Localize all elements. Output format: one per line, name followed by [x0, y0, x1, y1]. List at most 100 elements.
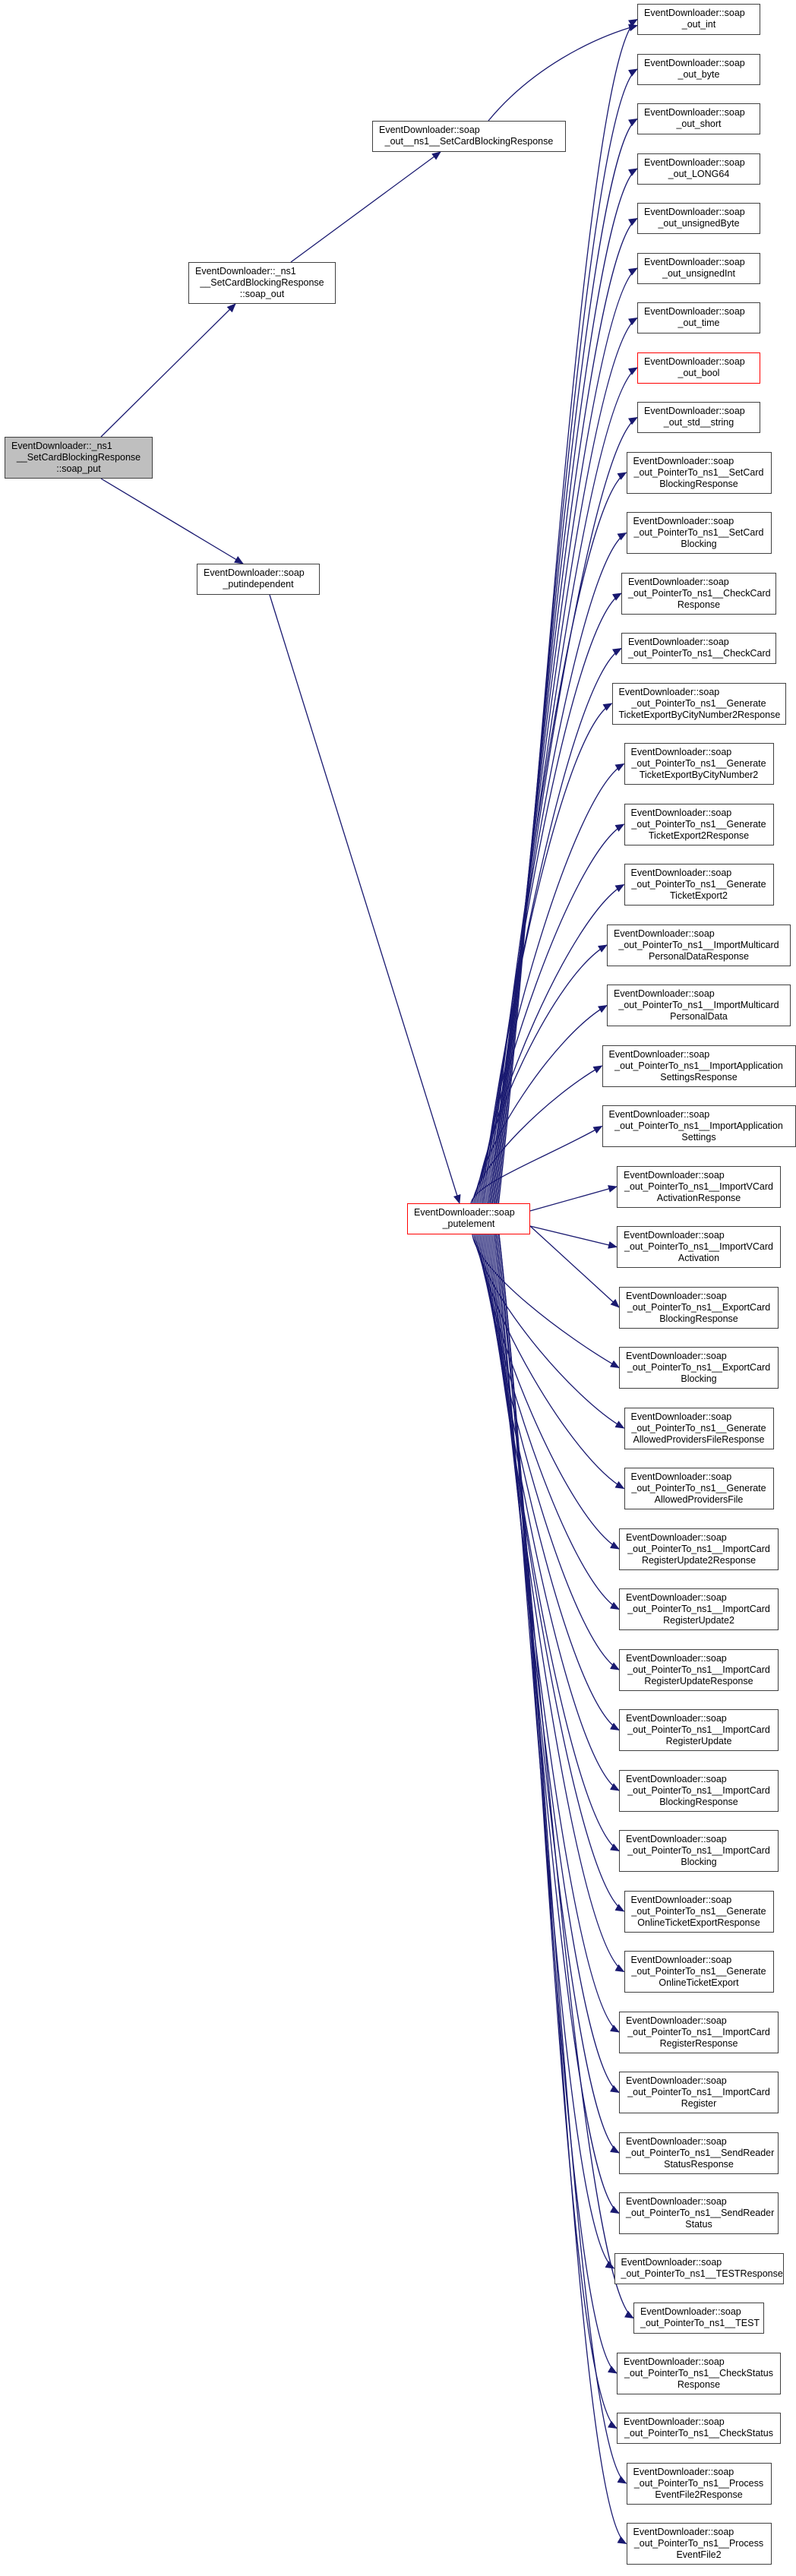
- node-label-line: EventDownloader::soap: [644, 256, 745, 267]
- node-callee[interactable]: EventDownloader::soap_out_PointerTo_ns1_…: [619, 1286, 779, 1329]
- edge-soap-out-ns1-to-soap-out-int: [488, 24, 638, 122]
- node-callee[interactable]: EventDownloader::soap_out_PointerTo_ns1_…: [619, 2072, 779, 2113]
- node-label-line: EventDownloader::soap: [614, 988, 715, 999]
- node-callee[interactable]: EventDownloader::soap_out_PointerTo_ns1_…: [619, 2132, 779, 2174]
- node-label-line: EventDownloader::soap: [626, 1834, 727, 1844]
- edge-putelement-to-callee: [490, 317, 638, 1204]
- node-label-line: _out_PointerTo_ns1__ImportMulticard: [618, 939, 779, 950]
- node-callee[interactable]: EventDownloader::soap_out_bool: [637, 352, 760, 384]
- node-callee[interactable]: EventDownloader::soap_out_PointerTo_ns1_…: [626, 2523, 772, 2565]
- node-label-line: BlockingResponse: [659, 1796, 738, 1807]
- node-callee[interactable]: EventDownloader::soap_out_PointerTo_ns1_…: [619, 1648, 779, 1691]
- node-soap-putelement[interactable]: EventDownloader::soap _putelement: [407, 1203, 530, 1234]
- node-callee[interactable]: EventDownloader::soap_out_PointerTo_ns1_…: [626, 2462, 772, 2505]
- node-label-line: RegisterResponse: [659, 2037, 738, 2049]
- node-callee[interactable]: EventDownloader::soap_out_PointerTo_ns1_…: [619, 1528, 779, 1570]
- node-label-line: _out_PointerTo_ns1__SetCard: [633, 466, 764, 478]
- node-callee[interactable]: EventDownloader::soap_out_unsignedInt: [637, 252, 760, 284]
- node-label-line: _out_PointerTo_ns1__ImportCard: [627, 1724, 770, 1735]
- node-label-line: EventDownloader::soap: [626, 1592, 727, 1603]
- node-callee[interactable]: EventDownloader::soap_out_PointerTo_ns1_…: [624, 864, 774, 906]
- node-callee[interactable]: EventDownloader::soap_out_PointerTo_ns1_…: [619, 1830, 779, 1872]
- node-callee[interactable]: EventDownloader::soap_out_PointerTo_ns1_…: [607, 924, 791, 966]
- node-label-line: EventDownloader::soap: [644, 306, 745, 317]
- node-label-line: EventDownloader::soap: [626, 2196, 727, 2207]
- node-callee[interactable]: EventDownloader::soap_out_unsignedByte: [637, 203, 760, 234]
- edge-putelement-to-callee: [493, 217, 638, 1204]
- node-label-line: _out_PointerTo_ns1__ImportCard: [627, 1543, 770, 1554]
- node-label-line: _out_PointerTo_ns1__Generate: [631, 758, 766, 769]
- edge-putelement-to-callee: [479, 1234, 620, 1670]
- node-label-line: EventDownloader::soap: [626, 1713, 727, 1724]
- node-callee[interactable]: EventDownloader::soap_out_PointerTo_ns1_…: [624, 1951, 774, 1993]
- node-callee[interactable]: EventDownloader::soap_out_PointerTo_ns1_…: [619, 2011, 779, 2053]
- node-callee[interactable]: EventDownloader::soap_out_PointerTo_ns1_…: [617, 2352, 781, 2394]
- node-callee[interactable]: EventDownloader::soap_out_PointerTo_ns1_…: [624, 803, 774, 845]
- node-soap-put[interactable]: EventDownloader::_ns1 __SetCardBlockingR…: [5, 437, 153, 479]
- node-callee[interactable]: EventDownloader::soap_out_PointerTo_ns1_…: [617, 1226, 781, 1268]
- node-label-line: RegisterUpdateResponse: [644, 1675, 753, 1686]
- node-callee[interactable]: EventDownloader::soap_out_std__string: [637, 402, 760, 433]
- node-label-line: EventDownloader::soap: [644, 156, 745, 168]
- node-callee[interactable]: EventDownloader::soap_out_PointerTo_ns1_…: [619, 1588, 779, 1630]
- node-callee[interactable]: EventDownloader::soap_out_LONG64: [637, 153, 760, 185]
- node-label-line: _out_PointerTo_ns1__ImportCard: [627, 1845, 770, 1856]
- node-callee[interactable]: EventDownloader::soap_out_PointerTo_ns1_…: [617, 2413, 781, 2444]
- node-label-line: _out_PointerTo_ns1__Generate: [631, 1483, 766, 1493]
- node-callee[interactable]: EventDownloader::soap_out_PointerTo_ns1_…: [621, 633, 776, 664]
- node-callee[interactable]: EventDownloader::soap_out_PointerTo_ns1_…: [602, 1105, 796, 1147]
- node-callee[interactable]: EventDownloader::soap_out_short: [637, 103, 760, 134]
- node-callee[interactable]: EventDownloader::soap_out_PointerTo_ns1_…: [602, 1045, 796, 1087]
- node-soap-putindependent[interactable]: EventDownloader::soap _putindependent: [197, 564, 320, 595]
- node-callee[interactable]: EventDownloader::soap_out_PointerTo_ns1_…: [624, 1468, 774, 1509]
- node-callee[interactable]: EventDownloader::soap_out_PointerTo_ns1_…: [626, 512, 772, 554]
- node-callee[interactable]: EventDownloader::soap_out_time: [637, 302, 760, 333]
- node-callee[interactable]: EventDownloader::soap_out_PointerTo_ns1_…: [633, 2303, 764, 2334]
- node-label-line: _out_time: [678, 318, 720, 328]
- node-label-line: _out_PointerTo_ns1__ImportApplication: [614, 1060, 783, 1071]
- node-label-line: _out_PointerTo_ns1__TESTResponse: [621, 2268, 783, 2279]
- node-callee[interactable]: EventDownloader::soap_out_PointerTo_ns1_…: [619, 2192, 779, 2234]
- node-label-line: _out_PointerTo_ns1__ImportCard: [627, 1784, 770, 1796]
- node-label-line: _out_PointerTo_ns1__Generate: [631, 818, 766, 830]
- node-callee[interactable]: EventDownloader::soap_out_PointerTo_ns1_…: [621, 572, 776, 615]
- node-callee[interactable]: EventDownloader::soap_out_PointerTo_ns1_…: [607, 985, 791, 1026]
- node-label-line: _out_short: [676, 119, 722, 129]
- node-label-line: _out_PointerTo_ns1__ImportCard: [627, 1664, 770, 1675]
- node-callee[interactable]: EventDownloader::soap_out_PointerTo_ns1_…: [624, 743, 774, 785]
- node-label-line: OnlineTicketExport: [659, 1977, 739, 1988]
- node-callee[interactable]: EventDownloader::soap_out_PointerTo_ns1_…: [614, 2252, 784, 2284]
- node-label-line: EventDownloader::soap: [608, 1109, 710, 1120]
- node-label-line: EventDownloader::soap: [630, 807, 732, 818]
- node-callee[interactable]: EventDownloader::soap_out_PointerTo_ns1_…: [619, 1709, 779, 1751]
- node-label-line: EventFile2Response: [655, 2489, 743, 2500]
- node-callee[interactable]: EventDownloader::soap_out_PointerTo_ns1_…: [617, 1165, 781, 1208]
- node-label-line: StatusResponse: [664, 2158, 734, 2170]
- node-callee[interactable]: EventDownloader::soap_out_PointerTo_ns1_…: [611, 682, 786, 725]
- edge-putelement-to-callee: [475, 944, 608, 1204]
- node-label-line: TicketExportByCityNumber2: [639, 770, 759, 780]
- node-label-line: EventDownloader::soap: [621, 2256, 722, 2268]
- node-soap-out-ns1-setcardblockingresponse[interactable]: EventDownloader::soap _out__ns1__SetCard…: [372, 121, 566, 152]
- node-label-line: Activation: [678, 1253, 720, 1263]
- node-callee[interactable]: EventDownloader::soap_out_PointerTo_ns1_…: [624, 1407, 774, 1449]
- edge-putelement-to-callee: [494, 168, 638, 1204]
- node-label-line: Response: [677, 599, 721, 610]
- node-label-line: EventDownloader::soap: [614, 928, 715, 939]
- node-label-line: _out_PointerTo_ns1__SendReader: [626, 2208, 775, 2218]
- node-label-line: EventDownloader::soap: [626, 1531, 727, 1543]
- edge-putelement-to-callee: [470, 1125, 603, 1204]
- node-label-line: _out_PointerTo_ns1__ImportCard: [627, 2026, 770, 2037]
- node-callee[interactable]: EventDownloader::soap_out_PointerTo_ns1_…: [619, 1769, 779, 1812]
- node-callee[interactable]: EventDownloader::soap_out_PointerTo_ns1_…: [624, 1890, 774, 1933]
- node-label-line: EventDownloader::soap: [628, 576, 729, 587]
- node-label-line: EventDownloader::soap: [630, 1894, 732, 1905]
- node-label-line: EventDownloader::soap: [626, 2135, 727, 2147]
- node-callee[interactable]: EventDownloader::soap_out_byte: [637, 53, 760, 85]
- node-callee[interactable]: EventDownloader::soap_out_PointerTo_ns1_…: [619, 1347, 779, 1389]
- node-label-line: _out_unsignedByte: [658, 218, 740, 229]
- node-soap-out[interactable]: EventDownloader::_ns1 __SetCardBlockingR…: [188, 262, 336, 304]
- node-label-line: _out_PointerTo_ns1__SendReader: [626, 2147, 775, 2158]
- node-callee[interactable]: EventDownloader::soap_out_PointerTo_ns1_…: [626, 451, 772, 494]
- node-callee[interactable]: EventDownloader::soap_out_int: [637, 4, 760, 35]
